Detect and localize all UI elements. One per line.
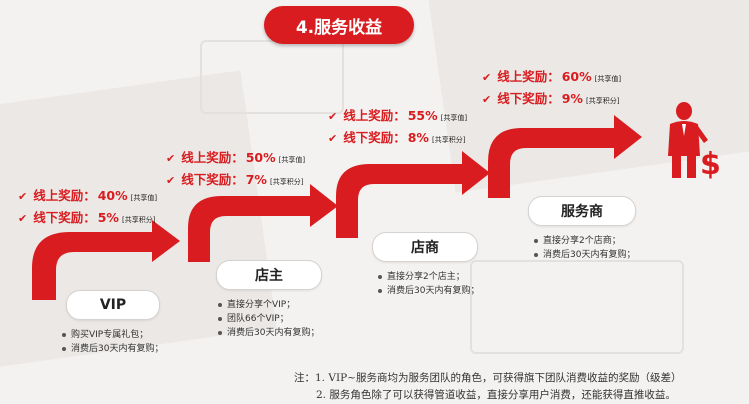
check-icon: ✔ [166, 152, 176, 165]
tier-store-merchant-label: 店商 [372, 232, 478, 262]
tier-vip-label: VIP [66, 290, 160, 320]
bullet-icon [534, 239, 538, 243]
offline-reward: ✔ 线下奖励： 7% [共享积分] [166, 170, 305, 192]
tier-store-owner-rewards: ✔ 线上奖励： 50% [共享值] ✔ 线下奖励： 7% [共享积分] [166, 148, 305, 192]
bullet-icon [378, 289, 382, 293]
tier-vip-conditions: 购买VIP专属礼包； 消费后30天内有复购； [62, 328, 163, 356]
tier-store-owner-conditions: 直接分享个VIP； 团队66个VIP； 消费后30天内有复购； [218, 298, 319, 340]
background-laptop [470, 260, 684, 354]
tier-store-owner-label: 店主 [216, 260, 322, 290]
bullet-icon [218, 303, 222, 307]
check-icon: ✔ [18, 212, 28, 225]
list-item: 消费后30天内有复购； [62, 342, 163, 356]
offline-reward: ✔ 线下奖励： 9% [共享积分] [482, 89, 621, 111]
check-icon: ✔ [328, 132, 338, 145]
online-reward: ✔ 线上奖励： 40% [共享值] [18, 186, 157, 208]
page-title: 4.服务收益 [264, 6, 414, 44]
arrow-step-1 [32, 220, 180, 300]
offline-reward: ✔ 线下奖励： 8% [共享积分] [328, 128, 467, 150]
list-item: 直接分享2个店商； [534, 234, 635, 248]
list-item: 消费后30天内有复购； [534, 248, 635, 262]
online-reward: ✔ 线上奖励： 50% [共享值] [166, 148, 305, 170]
list-item: 团队66个VIP； [218, 312, 319, 326]
online-reward: ✔ 线上奖励： 60% [共享值] [482, 67, 621, 89]
check-icon: ✔ [482, 71, 492, 84]
tier-store-merchant-rewards: ✔ 线上奖励： 55% [共享值] ✔ 线下奖励： 8% [共享积分] [328, 106, 467, 150]
offline-reward: ✔ 线下奖励： 5% [共享积分] [18, 208, 157, 230]
tier-service-provider-label: 服务商 [528, 196, 636, 226]
check-icon: ✔ [166, 174, 176, 187]
footnote: 注：1. VIP~服务商均为服务团队的角色，可获得旗下团队消费收益的奖励（级差）… [294, 370, 681, 404]
bullet-icon [218, 331, 222, 335]
footnote-line-1: 注：1. VIP~服务商均为服务团队的角色，可获得旗下团队消费收益的奖励（级差） [294, 372, 682, 384]
bullet-icon [218, 317, 222, 321]
arrow-step-2 [188, 184, 338, 262]
svg-text:$: $ [700, 147, 721, 182]
tier-vip-rewards: ✔ 线上奖励： 40% [共享值] ✔ 线下奖励： 5% [共享积分] [18, 186, 157, 230]
footnote-line-2: 2. 服务角色除了可以获得管道收益，直接分享用户消费，还能获得直推收益。 [316, 389, 676, 401]
arrow-step-3 [336, 151, 490, 238]
check-icon: ✔ [18, 190, 28, 203]
tier-service-provider-conditions: 直接分享2个店商； 消费后30天内有复购； [534, 234, 635, 262]
list-item: 直接分享个VIP； [218, 298, 319, 312]
bullet-icon [62, 347, 66, 351]
check-icon: ✔ [328, 110, 338, 123]
check-icon: ✔ [482, 93, 492, 106]
bullet-icon [534, 253, 538, 257]
list-item: 消费后30天内有复购； [218, 326, 319, 340]
tier-service-provider-rewards: ✔ 线上奖励： 60% [共享值] ✔ 线下奖励： 9% [共享积分] [482, 67, 621, 111]
arrow-step-4 [488, 115, 642, 198]
list-item: 直接分享2个店主； [378, 270, 479, 284]
bullet-icon [62, 333, 66, 337]
online-reward: ✔ 线上奖励： 55% [共享值] [328, 106, 467, 128]
businessman-dollar-icon: $ [668, 102, 721, 182]
list-item: 购买VIP专属礼包； [62, 328, 163, 342]
list-item: 消费后30天内有复购； [378, 284, 479, 298]
tier-store-merchant-conditions: 直接分享2个店主； 消费后30天内有复购； [378, 270, 479, 298]
bullet-icon [378, 275, 382, 279]
